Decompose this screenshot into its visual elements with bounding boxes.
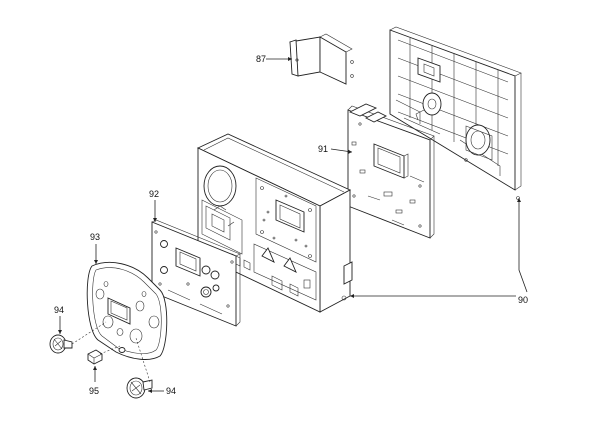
part-92-control-board: [151, 219, 241, 327]
part-94-knob-left: [49, 334, 73, 354]
leader-94a: [58, 316, 62, 334]
callout-95: 95: [89, 386, 99, 396]
callout-90: 90: [518, 295, 528, 305]
callout-92: 92: [149, 189, 159, 199]
leader-95: [93, 366, 97, 382]
assembly-line-95: [99, 345, 121, 355]
part-87-bracket: [289, 33, 354, 85]
part-91-circuit-board: [347, 103, 435, 239]
rear-mounting-frame: [389, 26, 522, 200]
leader-87: [266, 57, 292, 61]
leader-94b: [148, 389, 164, 393]
main-housing: [196, 133, 353, 313]
part-94-knob-bottom: [126, 377, 153, 399]
callout-91: 91: [318, 144, 328, 154]
part-93-front-cover: [86, 261, 168, 360]
callout-93: 93: [90, 232, 100, 242]
part-95-button: [87, 349, 103, 365]
leader-92: [153, 200, 157, 222]
callout-87: 87: [256, 54, 266, 64]
leader-91: [330, 148, 353, 154]
callout-94a: 94: [54, 305, 64, 315]
assembly-line-94a: [71, 321, 107, 345]
leader-90: [350, 198, 528, 298]
leader-93: [94, 244, 98, 264]
callout-94b: 94: [166, 386, 176, 396]
